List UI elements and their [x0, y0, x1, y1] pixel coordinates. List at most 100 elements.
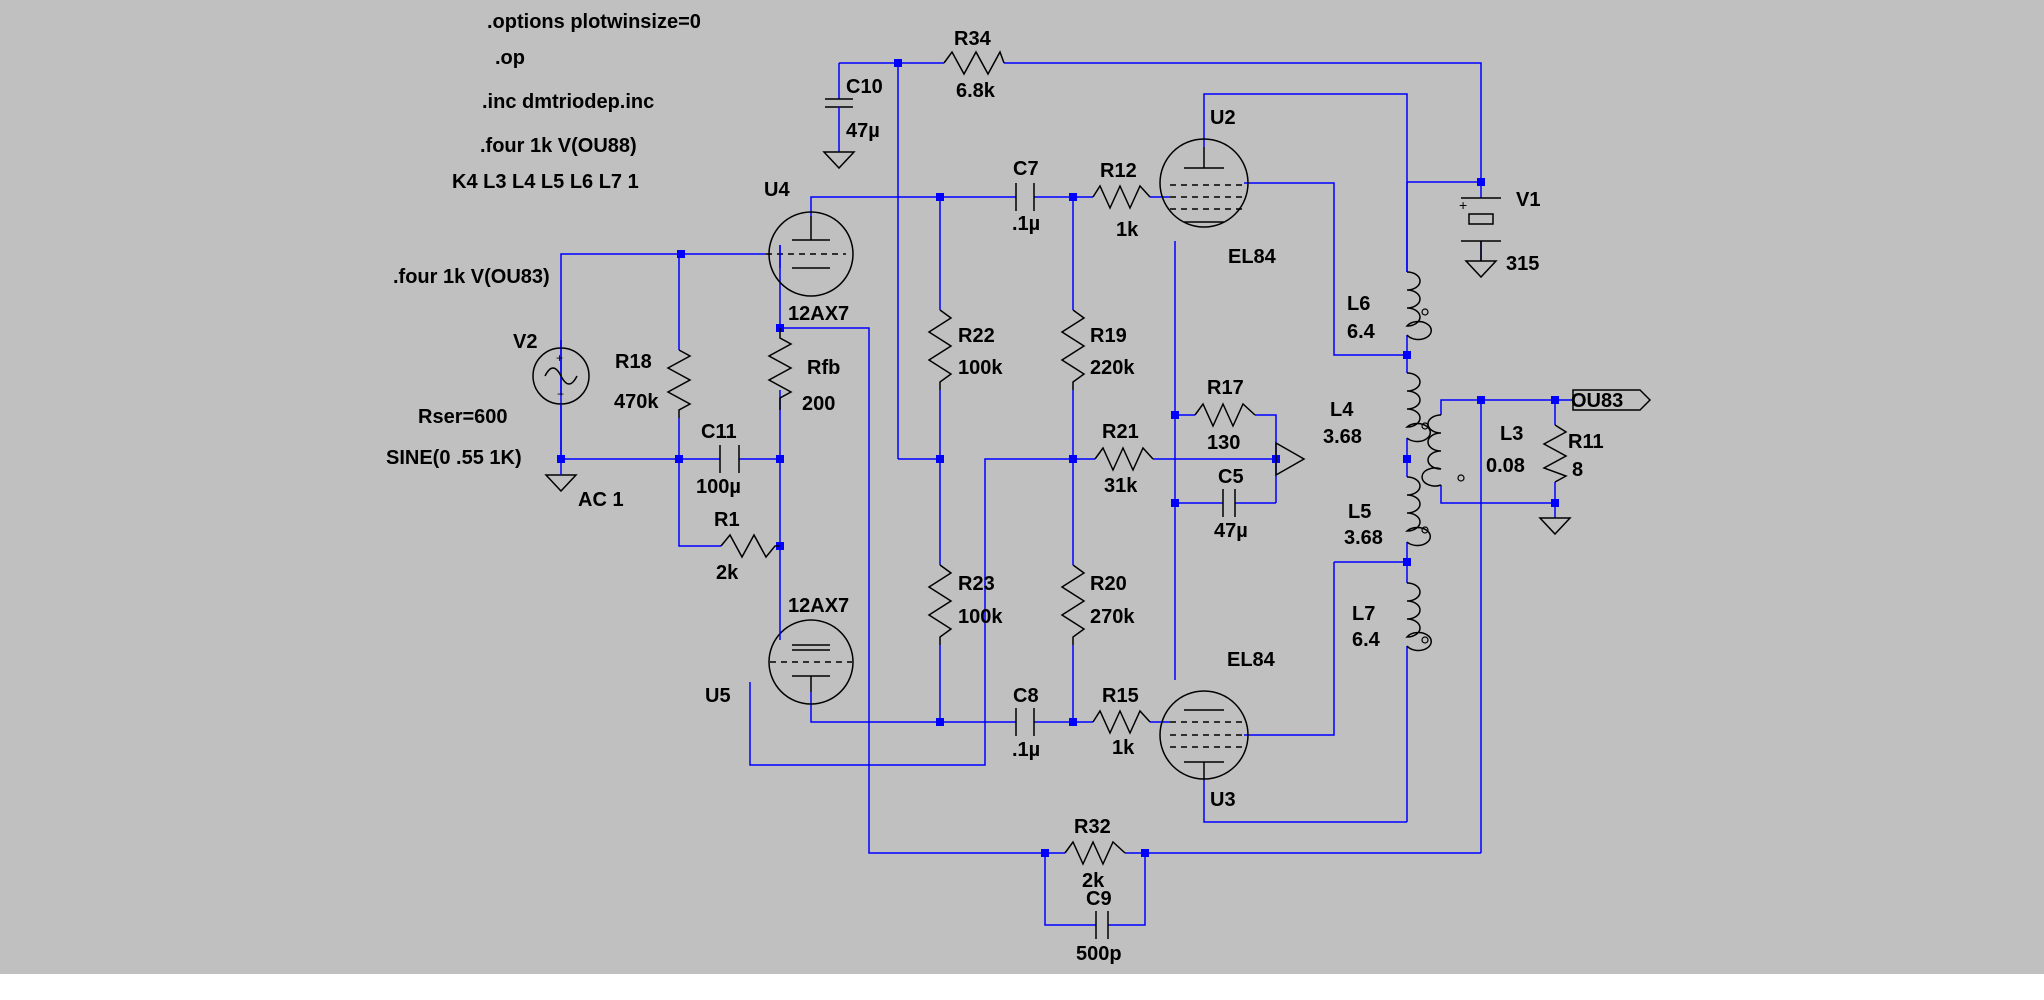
- value-r17: 130: [1207, 432, 1240, 454]
- label-rfb: Rfb: [807, 357, 840, 379]
- value-r21: 31k: [1104, 475, 1138, 497]
- resistor-r22: [927, 309, 953, 390]
- value-r11: 8: [1572, 459, 1583, 481]
- label-r34: R34: [954, 28, 992, 50]
- resistor-r18: [666, 349, 692, 418]
- label-v2: V2: [513, 331, 537, 353]
- label-r23: R23: [958, 573, 995, 595]
- label-r22: R22: [958, 325, 995, 347]
- label-l5: L5: [1348, 501, 1371, 523]
- value-u3: EL84: [1227, 649, 1276, 671]
- label-r12: R12: [1100, 160, 1137, 182]
- value-u2: EL84: [1228, 246, 1277, 268]
- label-l6: L6: [1347, 293, 1370, 315]
- port-ou83: OU83: [1571, 390, 1623, 412]
- label-c10: C10: [846, 76, 883, 98]
- directive-options: .options plotwinsize=0: [487, 11, 701, 33]
- label-r32: R32: [1074, 816, 1111, 838]
- label-r15: R15: [1102, 685, 1139, 707]
- wires: [560, 62, 1573, 926]
- label-r20: R20: [1090, 573, 1127, 595]
- label-c5: C5: [1218, 466, 1244, 488]
- value-v2-ac: AC 1: [578, 489, 624, 511]
- schematic-background: [0, 0, 2044, 974]
- resistor-r1: [720, 533, 780, 559]
- directive-op: .op: [495, 47, 525, 69]
- label-c9: C9: [1086, 888, 1112, 910]
- label-l3: L3: [1500, 423, 1523, 445]
- label-u2: U2: [1210, 107, 1236, 129]
- inductor-l3: [1421, 414, 1442, 487]
- voltage-source-v2: [532, 340, 590, 493]
- label-u5: U5: [705, 685, 731, 707]
- directive-inc: .inc dmtriodep.inc: [482, 91, 654, 113]
- schematic: + + − .options plotwinsize=0 .op .inc dm…: [0, 0, 2044, 974]
- polarity-marks: + + −: [556, 197, 1467, 401]
- directive-four-ou83: .four 1k V(OU83): [393, 266, 550, 288]
- value-l3: 0.08: [1486, 455, 1525, 477]
- label-u3: U3: [1210, 789, 1236, 811]
- label-c7: C7: [1013, 158, 1039, 180]
- resistor-r23: [927, 564, 953, 645]
- value-r22: 100k: [958, 357, 1003, 379]
- label-c8: C8: [1013, 685, 1039, 707]
- label-l7: L7: [1352, 603, 1375, 625]
- value-r12: 1k: [1116, 219, 1139, 241]
- tube-u4: [766, 211, 854, 297]
- value-r18: 470k: [614, 391, 659, 413]
- capacitor-c11: [719, 445, 740, 473]
- value-r1: 2k: [716, 562, 739, 584]
- value-rfb: 200: [802, 393, 835, 415]
- value-c8: .1µ: [1012, 739, 1040, 761]
- schematic-canvas: + + − .options plotwinsize=0 .op .inc dm…: [0, 0, 2044, 974]
- value-l7: 6.4: [1352, 629, 1381, 651]
- resistor-r20: [1060, 564, 1086, 645]
- battery-plus-sign: +: [1459, 197, 1467, 213]
- resistor-r34: [943, 50, 1005, 76]
- value-c11: 100µ: [696, 476, 741, 498]
- value-r23: 100k: [958, 606, 1003, 628]
- directive-coupling: K4 L3 L4 L5 L6 L7 1: [452, 171, 639, 193]
- source-plus-sign: +: [556, 351, 563, 365]
- tube-u3: [1159, 690, 1249, 780]
- resistor-r21: [1094, 446, 1154, 472]
- label-r19: R19: [1090, 325, 1127, 347]
- resistor-r32: [1064, 840, 1126, 866]
- label-v1: V1: [1516, 189, 1540, 211]
- label-r17: R17: [1207, 377, 1244, 399]
- value-r15: 1k: [1112, 737, 1135, 759]
- capacitor-c5: [1222, 489, 1236, 517]
- inductor-l6: [1405, 271, 1432, 341]
- resistor-r12: [1092, 184, 1151, 210]
- label-r1: R1: [714, 509, 740, 531]
- battery-v1: [1461, 197, 1501, 279]
- tube-u5: [768, 604, 854, 705]
- value-l5: 3.68: [1344, 527, 1383, 549]
- value-l6: 6.4: [1347, 321, 1376, 343]
- labels: .options plotwinsize=0 .op .inc dmtriode…: [386, 11, 1623, 965]
- resistor-rfb: [767, 328, 793, 410]
- label-r21: R21: [1102, 421, 1139, 443]
- directive-four-ou88: .four 1k V(OU88): [480, 135, 637, 157]
- label-l4: L4: [1330, 399, 1354, 421]
- value-v2-sine: SINE(0 .55 1K): [386, 447, 522, 469]
- label-u4: U4: [764, 179, 790, 201]
- label-r11: R11: [1568, 431, 1604, 453]
- value-r19: 220k: [1090, 357, 1135, 379]
- value-r20: 270k: [1090, 606, 1135, 628]
- capacitor-c7: [1015, 183, 1035, 211]
- value-u4: 12AX7: [788, 303, 849, 325]
- value-u5: 12AX7: [788, 595, 849, 617]
- resistor-r11: [1542, 424, 1568, 483]
- port-arrow: [1275, 441, 1306, 477]
- value-v2-rser: Rser=600: [418, 406, 508, 428]
- inductor-l4: [1405, 372, 1432, 443]
- capacitor-c9: [1095, 911, 1109, 939]
- inductor-l5: [1405, 476, 1432, 547]
- value-l4: 3.68: [1323, 426, 1362, 448]
- source-minus-sign: −: [557, 387, 564, 401]
- value-c9: 500p: [1076, 943, 1122, 965]
- value-r32: 2k: [1082, 870, 1105, 892]
- value-v1: 315: [1506, 253, 1539, 275]
- value-c5: 47µ: [1214, 520, 1248, 542]
